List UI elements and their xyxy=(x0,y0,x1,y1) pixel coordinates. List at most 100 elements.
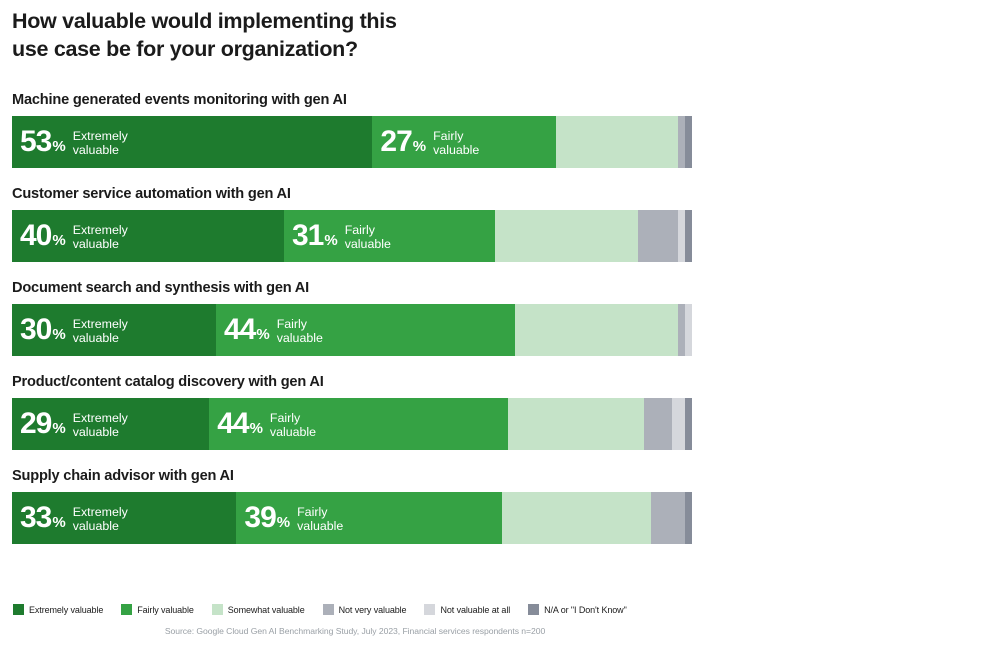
segment-percent-value: 27 xyxy=(380,125,412,159)
legend-item[interactable]: Not valuable at all xyxy=(424,604,510,615)
bar-group: Customer service automation with gen AI 4… xyxy=(12,186,692,263)
legend-item-label: Somewhat valuable xyxy=(227,604,305,615)
segment-percent-value: 30 xyxy=(20,313,52,347)
bar-chart: Machine generated events monitoring with… xyxy=(12,92,692,545)
bar-segment-na-dont-know[interactable] xyxy=(685,210,692,263)
bar-group: Machine generated events monitoring with… xyxy=(12,92,692,169)
segment-percent-value: 44 xyxy=(224,313,256,347)
legend-item-label: N/A or "I Don't Know" xyxy=(544,604,627,615)
bar-segment-not-very-valuable[interactable] xyxy=(644,398,672,451)
segment-percent-sign: % xyxy=(52,326,66,344)
bar-segment-extremely-valuable[interactable]: 33% Extremely valuable xyxy=(12,492,237,545)
bar-track: 30% Extremely valuable 44% Fairly valuable xyxy=(12,304,692,357)
bar-segment-extremely-valuable[interactable]: 40%Extremely valuable xyxy=(12,210,284,263)
bar-group: Document search and synthesis with gen A… xyxy=(12,280,692,357)
bar-segment-fairly-valuable[interactable]: 31% Fairly valuable xyxy=(284,210,495,263)
bar-segment-somewhat-valuable[interactable] xyxy=(494,210,638,263)
legend-swatch-icon xyxy=(13,604,24,615)
bar-track: 40%Extremely valuable 31% Fairly valuable xyxy=(12,210,692,263)
bar-segment-fairly-valuable[interactable]: 39% Fairly valuable xyxy=(236,492,502,545)
bar-category-label: Product/content catalog discovery with g… xyxy=(12,374,324,391)
segment-label-group: 53% Extremely valuable xyxy=(12,125,128,159)
segment-percent-sign: % xyxy=(276,514,291,532)
segment-label-group: 30% Extremely valuable xyxy=(12,313,128,347)
bar-segment-extremely-valuable[interactable]: 30% Extremely valuable xyxy=(12,304,216,357)
bar-category-label: Document search and synthesis with gen A… xyxy=(12,280,309,297)
segment-percent-value: 33 xyxy=(20,501,52,535)
bar-segment-not-valuable-at-all[interactable] xyxy=(685,304,692,357)
bar-segment-not-very-valuable[interactable] xyxy=(651,492,686,545)
segment-category-text: Fairly valuable xyxy=(269,410,317,440)
legend-item[interactable]: N/A or "I Don't Know" xyxy=(528,604,627,615)
bar-segment-na-dont-know[interactable] xyxy=(685,398,692,451)
segment-percent-value: 44 xyxy=(217,407,249,441)
legend-item[interactable]: Extremely valuable xyxy=(13,604,103,615)
bar-segment-not-valuable-at-all[interactable] xyxy=(671,398,686,451)
segment-label-group: 33% Extremely valuable xyxy=(12,501,128,535)
segment-percent-sign: % xyxy=(52,138,66,156)
segment-label-group: 44% Fairly valuable xyxy=(209,407,317,441)
segment-label-group: 44% Fairly valuable xyxy=(216,313,323,347)
bar-track: 29% Extremely valuable 44% Fairly valuable xyxy=(12,398,692,451)
legend-swatch-icon xyxy=(211,604,223,615)
segment-category-text: Extremely valuable xyxy=(72,222,128,252)
legend-swatch-icon xyxy=(528,604,540,615)
source-note: Source: Google Cloud Gen AI Benchmarking… xyxy=(164,626,546,636)
segment-percent-value: 31 xyxy=(292,219,324,253)
bar-segment-somewhat-valuable[interactable] xyxy=(508,398,645,451)
segment-category-text: Fairly valuable xyxy=(276,316,323,346)
bar-segment-not-valuable-at-all[interactable] xyxy=(678,210,686,263)
legend-item[interactable]: Fairly valuable xyxy=(121,604,194,615)
legend-swatch-icon xyxy=(424,604,436,615)
bar-segment-not-very-valuable[interactable] xyxy=(637,210,679,263)
segment-percent-sign: % xyxy=(412,138,427,156)
bar-segment-extremely-valuable[interactable]: 29% Extremely valuable xyxy=(12,398,210,451)
segment-category-text: Fairly valuable xyxy=(297,504,344,534)
bar-segment-fairly-valuable[interactable]: 27% Fairly valuable xyxy=(372,116,556,169)
segment-percent-sign: % xyxy=(324,232,338,250)
segment-label-group: 40%Extremely valuable xyxy=(12,219,128,253)
segment-label-group: 31% Fairly valuable xyxy=(284,219,391,253)
bar-segment-fairly-valuable[interactable]: 44% Fairly valuable xyxy=(209,398,509,451)
bar-segment-na-dont-know[interactable] xyxy=(685,116,692,169)
bar-segment-extremely-valuable[interactable]: 53% Extremely valuable xyxy=(12,116,373,169)
bar-segment-not-very-valuable[interactable] xyxy=(678,116,686,169)
bar-segment-not-very-valuable[interactable] xyxy=(678,304,686,357)
bar-category-label: Machine generated events monitoring with… xyxy=(12,92,347,108)
segment-percent-sign: % xyxy=(249,420,263,438)
segment-category-text: Extremely valuable xyxy=(72,410,128,440)
segment-category-text: Fairly valuable xyxy=(433,128,480,158)
legend-item[interactable]: Somewhat valuable xyxy=(211,604,305,615)
legend-swatch-icon xyxy=(322,604,334,615)
page-title: How valuable would implementing this use… xyxy=(12,9,397,61)
segment-category-text: Fairly valuable xyxy=(344,222,391,252)
bar-track: 53% Extremely valuable 27% Fairly valuable xyxy=(12,116,692,169)
legend-swatch-icon xyxy=(121,604,133,615)
bar-segment-somewhat-valuable[interactable] xyxy=(555,116,679,169)
segment-percent-value: 40 xyxy=(20,219,52,253)
legend-item-label: Fairly valuable xyxy=(137,604,194,615)
segment-category-text: Extremely valuable xyxy=(72,128,128,158)
legend-item-label: Not valuable at all xyxy=(440,604,511,615)
segment-label-group: 29% Extremely valuable xyxy=(12,407,128,441)
bar-group: Product/content catalog discovery with g… xyxy=(12,374,692,451)
segment-percent-value: 39 xyxy=(244,501,276,535)
chart-legend: Extremely valuable Fairly valuable Somewha… xyxy=(13,604,703,615)
bar-segment-somewhat-valuable[interactable] xyxy=(501,492,652,545)
segment-category-text: Extremely valuable xyxy=(72,316,128,346)
segment-percent-value: 29 xyxy=(20,407,52,441)
segment-label-group: 39% Fairly valuable xyxy=(236,501,344,535)
segment-percent-sign: % xyxy=(256,326,270,344)
bar-segment-na-dont-know[interactable] xyxy=(685,492,692,545)
bar-segment-somewhat-valuable[interactable] xyxy=(515,304,679,357)
segment-percent-value: 53 xyxy=(20,125,52,159)
segment-percent-sign: % xyxy=(52,420,66,438)
segment-category-text: Extremely valuable xyxy=(72,504,128,534)
segment-percent-sign: % xyxy=(52,514,66,532)
bar-category-label: Customer service automation with gen AI xyxy=(12,186,291,203)
legend-item[interactable]: Not very valuable xyxy=(322,604,407,615)
bar-segment-fairly-valuable[interactable]: 44% Fairly valuable xyxy=(216,304,516,357)
legend-item-label: Not very valuable xyxy=(338,604,407,615)
